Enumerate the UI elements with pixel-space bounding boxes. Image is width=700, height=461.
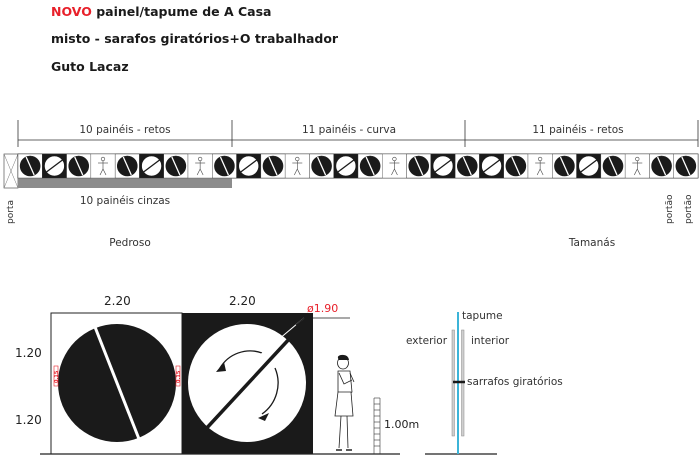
panel-module bbox=[139, 153, 164, 179]
width-label-right: 2.20 bbox=[229, 294, 256, 308]
figure-height-label: 1.00m bbox=[384, 418, 420, 431]
panel-module bbox=[430, 153, 456, 179]
panel-module bbox=[90, 153, 116, 179]
title-highlight: NOVO bbox=[51, 4, 92, 19]
panel-module bbox=[357, 153, 383, 179]
panel-module bbox=[163, 153, 189, 179]
gap-label-left: 0.15 bbox=[54, 370, 60, 383]
panel-module bbox=[503, 153, 529, 179]
panel-module bbox=[406, 153, 432, 179]
place-label-right: Tamanás bbox=[568, 237, 616, 249]
section-label-3: 11 painéis - retos bbox=[532, 124, 624, 136]
panel-module bbox=[114, 153, 140, 179]
panel-module bbox=[624, 153, 650, 179]
panel-module bbox=[212, 153, 237, 179]
gray-panels-label: 10 painéis cinzas bbox=[79, 195, 171, 207]
section-label-1: 10 painéis - retos bbox=[79, 124, 171, 136]
height-label-top: 1.20 bbox=[15, 346, 42, 360]
title-rest: painel/tapume de A Casa bbox=[91, 4, 272, 19]
panel-module bbox=[260, 153, 286, 179]
subtitle: misto - sarafos giratórios+O trabalhador bbox=[51, 31, 339, 46]
panel-module bbox=[42, 153, 67, 179]
panel-module bbox=[66, 153, 92, 179]
section-label-2: 11 painéis - curva bbox=[301, 124, 397, 136]
panel-module bbox=[236, 153, 262, 179]
sarrafos-label: sarrafos giratórios bbox=[467, 376, 563, 388]
panel-module bbox=[649, 153, 674, 179]
width-label-left: 2.20 bbox=[104, 294, 131, 308]
panel-module bbox=[309, 153, 334, 179]
panel-module bbox=[382, 153, 407, 179]
panel-module bbox=[600, 153, 626, 179]
interior-label: interior bbox=[471, 335, 510, 347]
panel-module bbox=[454, 153, 480, 179]
gray-band bbox=[18, 178, 232, 188]
panel-module bbox=[333, 153, 359, 179]
title: NOVO painel/tapume de A Casa bbox=[51, 4, 272, 19]
gap-label-right: 0.15 bbox=[176, 370, 182, 383]
tapume-label: tapume bbox=[462, 310, 503, 322]
panel-module bbox=[187, 153, 213, 179]
panel-module bbox=[576, 153, 602, 179]
panel-module bbox=[479, 153, 504, 179]
worker-figure bbox=[334, 354, 355, 451]
height-label-bottom: 1.20 bbox=[15, 413, 42, 427]
diameter-label: ø1.90 bbox=[307, 302, 339, 315]
author: Guto Lacaz bbox=[51, 59, 129, 74]
panel-module bbox=[17, 153, 43, 179]
exterior-label: exterior bbox=[406, 335, 448, 347]
place-label-left: Pedroso bbox=[109, 237, 151, 249]
panel-module bbox=[673, 153, 699, 179]
